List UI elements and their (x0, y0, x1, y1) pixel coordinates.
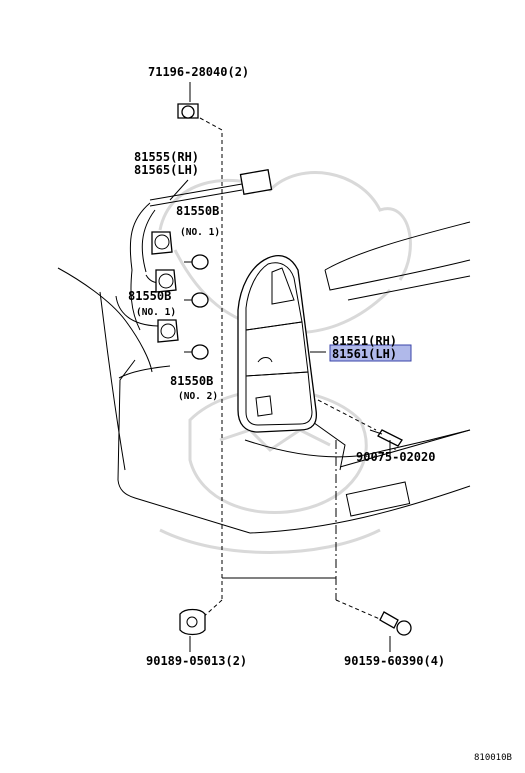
label-81550b-mid[interactable]: 81550B (128, 289, 171, 303)
bulb-mid (184, 292, 209, 308)
label-81565[interactable]: 81565(LH) (134, 163, 199, 177)
label-90189[interactable]: 90189-05013(2) (146, 654, 247, 668)
label-81555[interactable]: 81555(RH) (134, 150, 199, 164)
vehicle-body (57, 221, 471, 534)
label-81550b-top[interactable]: 81550B (176, 204, 219, 218)
bolt-bottom (379, 611, 412, 652)
label-bulb-top-sub: (NO. 1) (180, 227, 220, 238)
diagram-code: 810010B (474, 753, 512, 763)
clip-top (177, 82, 223, 600)
label-bulb-low-sub: (NO. 2) (178, 391, 218, 402)
leader-lines (169, 179, 391, 456)
rear-combination-lamp (237, 255, 318, 433)
label-71196[interactable]: 71196-28040(2) (148, 65, 249, 79)
screw-right (317, 399, 403, 450)
label-81551[interactable]: 81551(RH) (332, 334, 397, 348)
label-90159[interactable]: 90159-60390(4) (344, 654, 445, 668)
socket-harness (115, 168, 273, 343)
label-81561[interactable]: 81561(LH) (332, 347, 397, 361)
bulb-top (184, 254, 209, 270)
label-81550b-low[interactable]: 81550B (170, 374, 213, 388)
bulb-low (184, 344, 209, 360)
highlight-box (329, 344, 412, 362)
label-bulb-mid-sub: (NO. 1) (136, 307, 176, 318)
clip-bottom (179, 608, 206, 652)
label-90075[interactable]: 90075-02020 (356, 450, 435, 464)
